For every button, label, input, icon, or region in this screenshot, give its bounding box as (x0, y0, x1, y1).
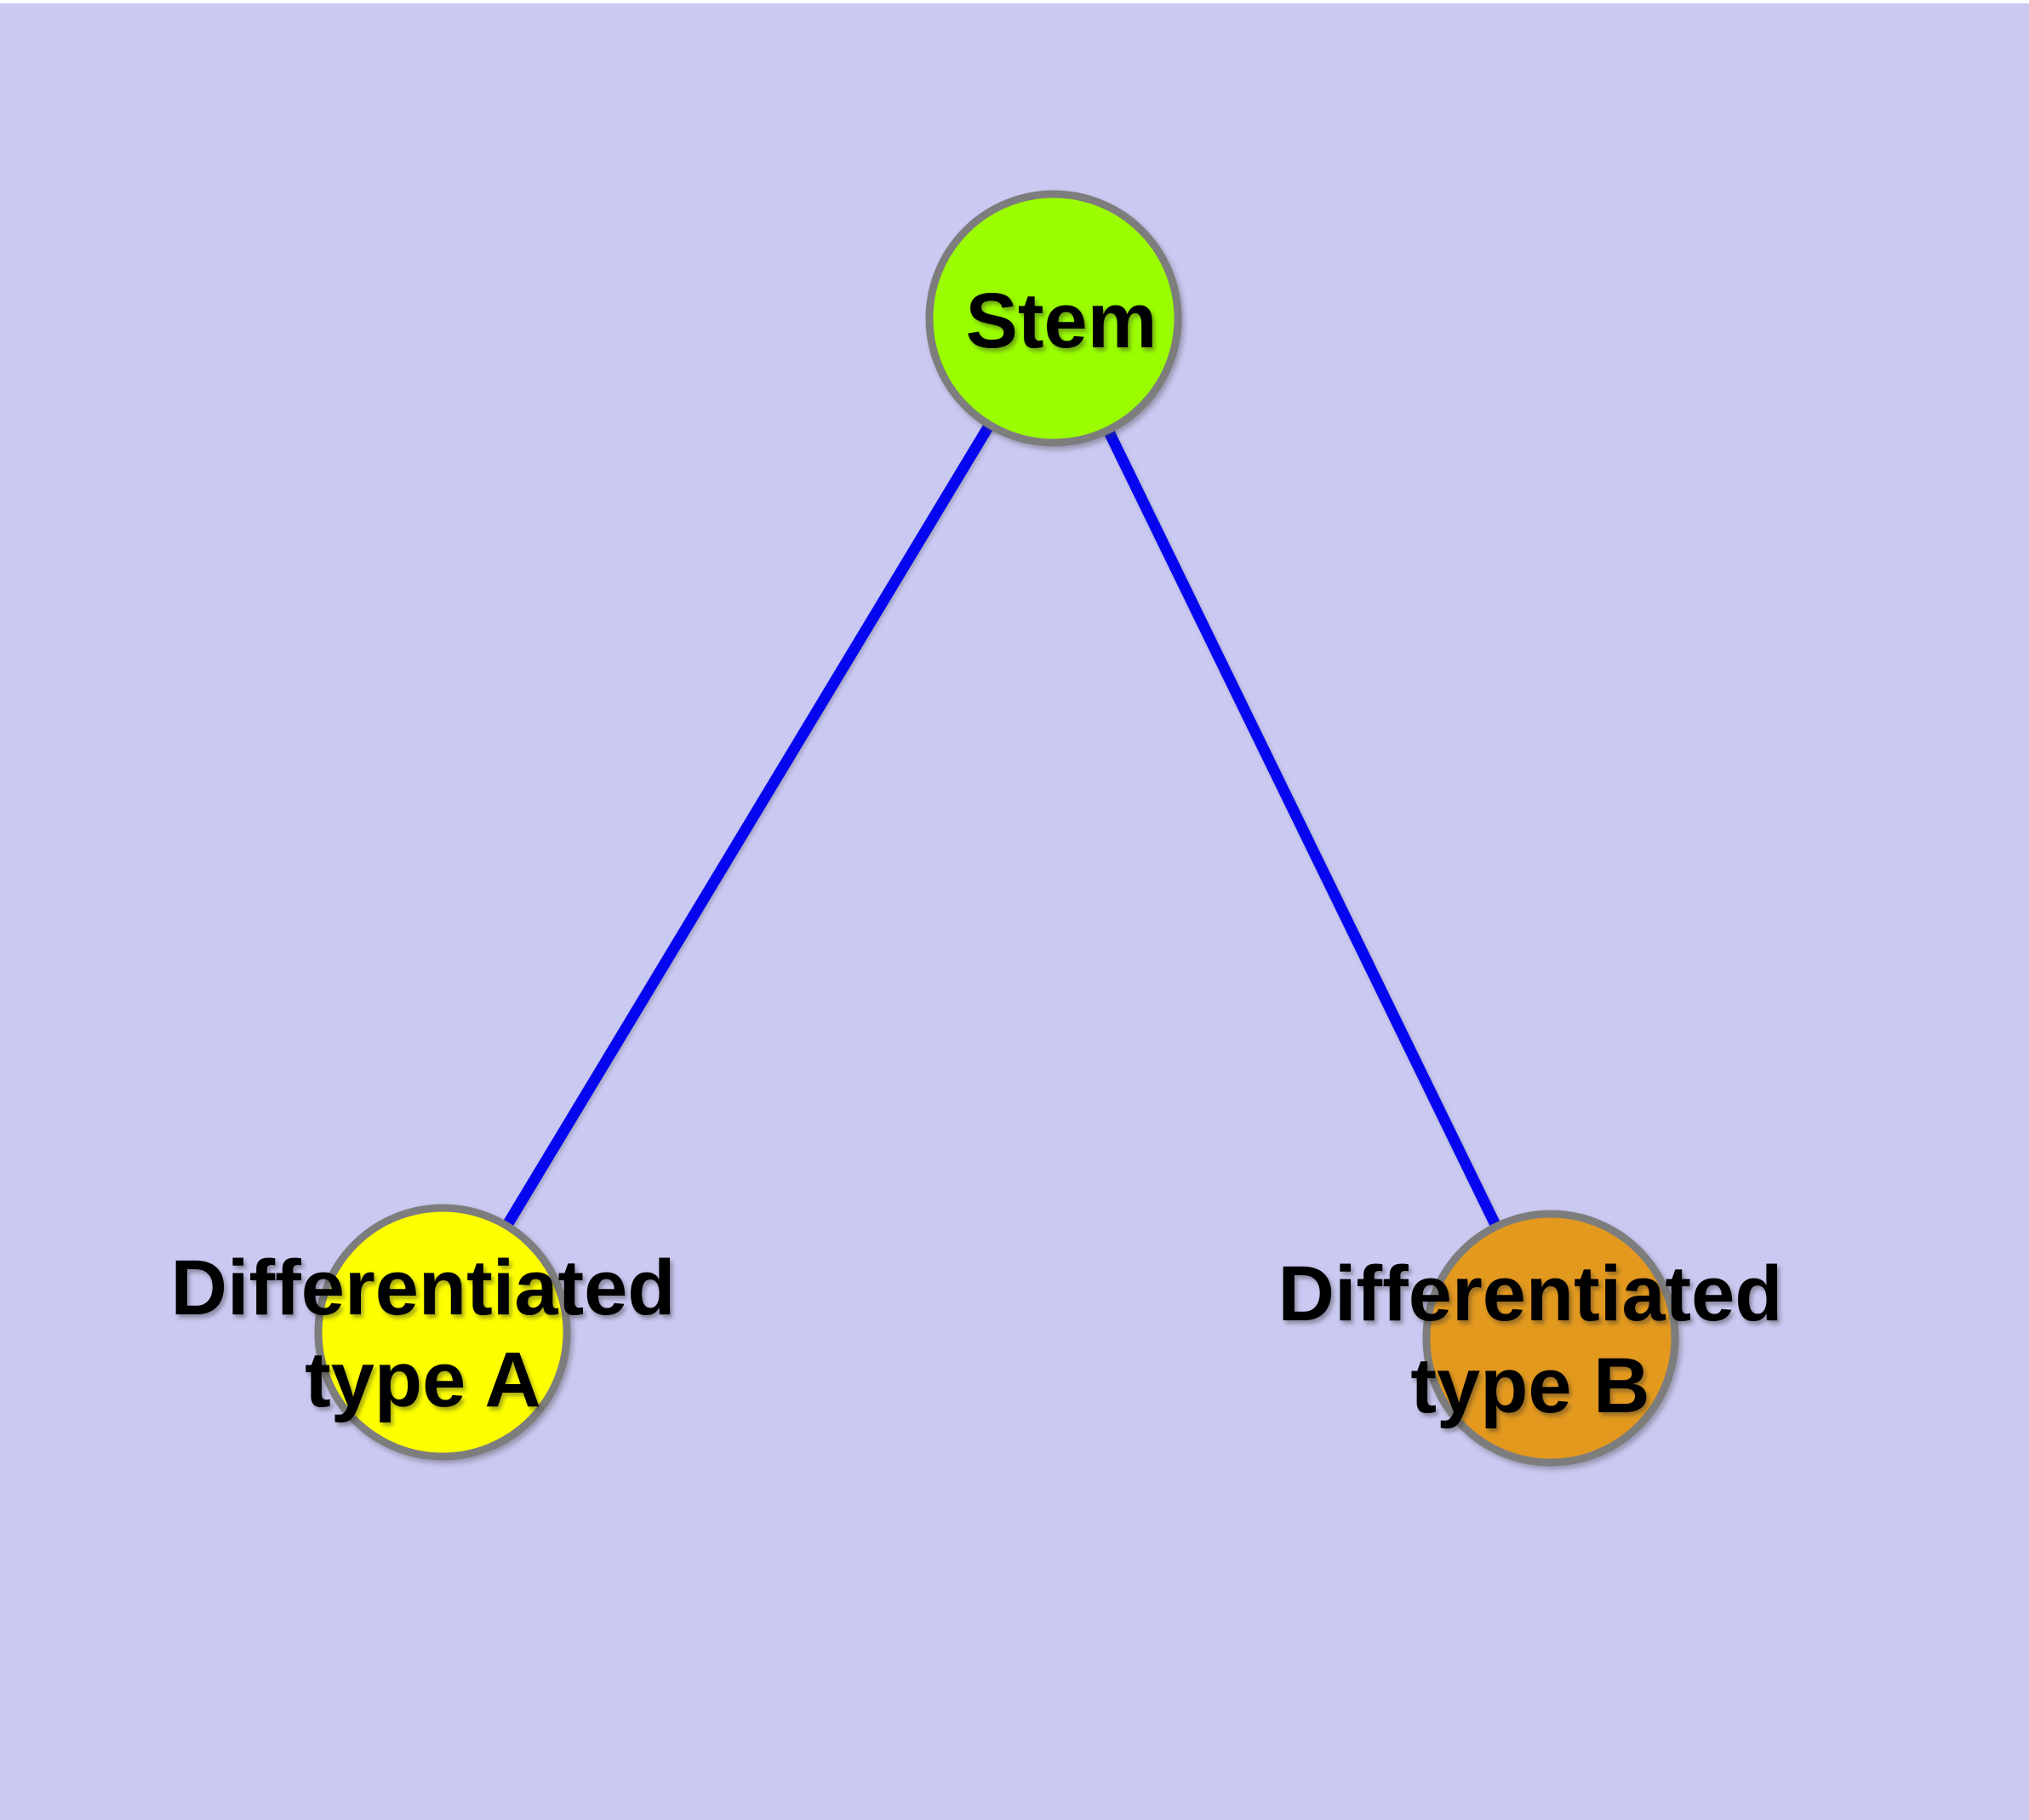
edge-stem-to-type-a (437, 315, 1059, 1336)
node-group (314, 190, 1679, 1467)
node-stem-circle (925, 190, 1182, 447)
node-type-b-circle (1422, 1210, 1679, 1467)
edge-stem-to-type-b (1049, 316, 1556, 1341)
edge-group (437, 315, 1556, 1341)
node-type-a-circle (314, 1204, 571, 1461)
